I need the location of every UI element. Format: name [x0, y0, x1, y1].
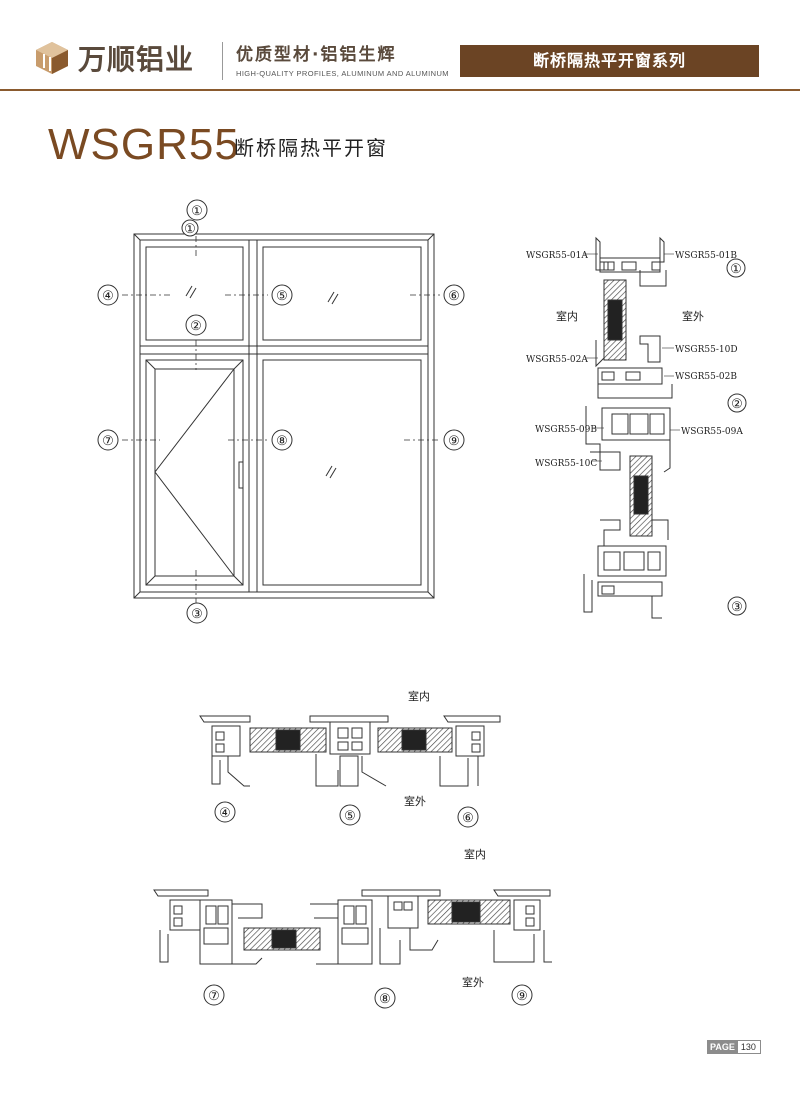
part-10c-label: WSGR55-10C — [535, 459, 597, 469]
horizontal-section-789-labels: 室内 室外 ⑦ ⑧ ⑨ — [203, 847, 533, 1009]
hsec2-marker-8: ⑧ — [379, 992, 391, 1007]
part-09b-label: WSGR55-09B — [535, 425, 597, 435]
hsec1-outdoor: 室外 — [404, 794, 426, 808]
page-label: PAGE — [707, 1040, 738, 1054]
marker-2: ② — [190, 319, 202, 334]
section-cut-lines — [122, 222, 440, 605]
hsec1-marker-4: ④ — [219, 806, 231, 821]
horizontal-section-456-labels: 室内 室外 ④ ⑤ ⑥ — [214, 689, 479, 828]
hsec1-indoor: 室内 — [408, 689, 430, 703]
part-02a-label: WSGR55-02A — [526, 355, 588, 365]
horizontal-section-789 — [153, 889, 552, 965]
hsec2-indoor: 室内 — [464, 847, 486, 861]
marker-5: ⑤ — [276, 289, 288, 304]
part-01b-label: WSGR55-01B — [675, 251, 737, 261]
hsec1-marker-6: ⑥ — [462, 811, 474, 826]
header-rule — [0, 89, 800, 91]
marker-1-top: ① — [191, 204, 203, 219]
slogan: 优质型材·铝铝生辉 — [236, 45, 397, 65]
series-title: 断桥隔热平开窗系列 — [460, 45, 759, 77]
vsec-marker-1: ① — [730, 262, 742, 277]
marker-6: ⑥ — [448, 289, 460, 304]
slogan-english: HIGH-QUALITY PROFILES, ALUMINUM AND ALUM… — [236, 69, 449, 78]
part-09a-label: WSGR55-09A — [681, 427, 743, 437]
part-01a-label: WSGR55-01A — [526, 251, 588, 261]
brand-logo-icon — [36, 42, 68, 74]
hsec1-marker-5: ⑤ — [344, 809, 356, 824]
vsec-indoor: 室内 — [556, 309, 578, 323]
page-number: 130 — [735, 1040, 761, 1054]
hsec2-outdoor: 室外 — [462, 975, 484, 989]
marker-8: ⑧ — [276, 434, 288, 449]
marker-3: ③ — [191, 607, 203, 622]
vsec-outdoor: 室外 — [682, 309, 704, 323]
marker-9: ⑨ — [448, 434, 460, 449]
brand-name: 万顺铝业 — [78, 43, 195, 76]
marker-7: ⑦ — [102, 434, 114, 449]
part-10d-label: WSGR55-10D — [675, 345, 738, 355]
vertical-section-labels: WSGR55-01A WSGR55-01B ① 室内 室外 WSGR55-02A… — [526, 251, 747, 616]
hsec2-marker-9: ⑨ — [516, 989, 528, 1004]
window-elevation — [133, 233, 435, 599]
marker-4: ④ — [102, 289, 114, 304]
horizontal-section-456 — [199, 715, 501, 787]
page-header: 万顺铝业 优质型材·铝铝生辉 HIGH-QUALITY PROFILES, AL… — [0, 0, 800, 92]
section-markers: ① ① ② ③ ④ ⑤ ⑥ ⑦ ⑧ ⑨ — [97, 199, 465, 624]
part-02b-label: WSGR55-02B — [675, 372, 737, 382]
model-number: WSGR55 — [48, 120, 240, 169]
vertical-section — [583, 236, 673, 619]
marker-1-sub: ① — [184, 222, 196, 237]
hsec2-marker-7: ⑦ — [208, 989, 220, 1004]
vsec-marker-2: ② — [731, 397, 743, 412]
header-divider — [222, 42, 223, 80]
model-subtitle: 断桥隔热平开窗 — [234, 136, 388, 160]
vsec-marker-3: ③ — [731, 600, 743, 615]
